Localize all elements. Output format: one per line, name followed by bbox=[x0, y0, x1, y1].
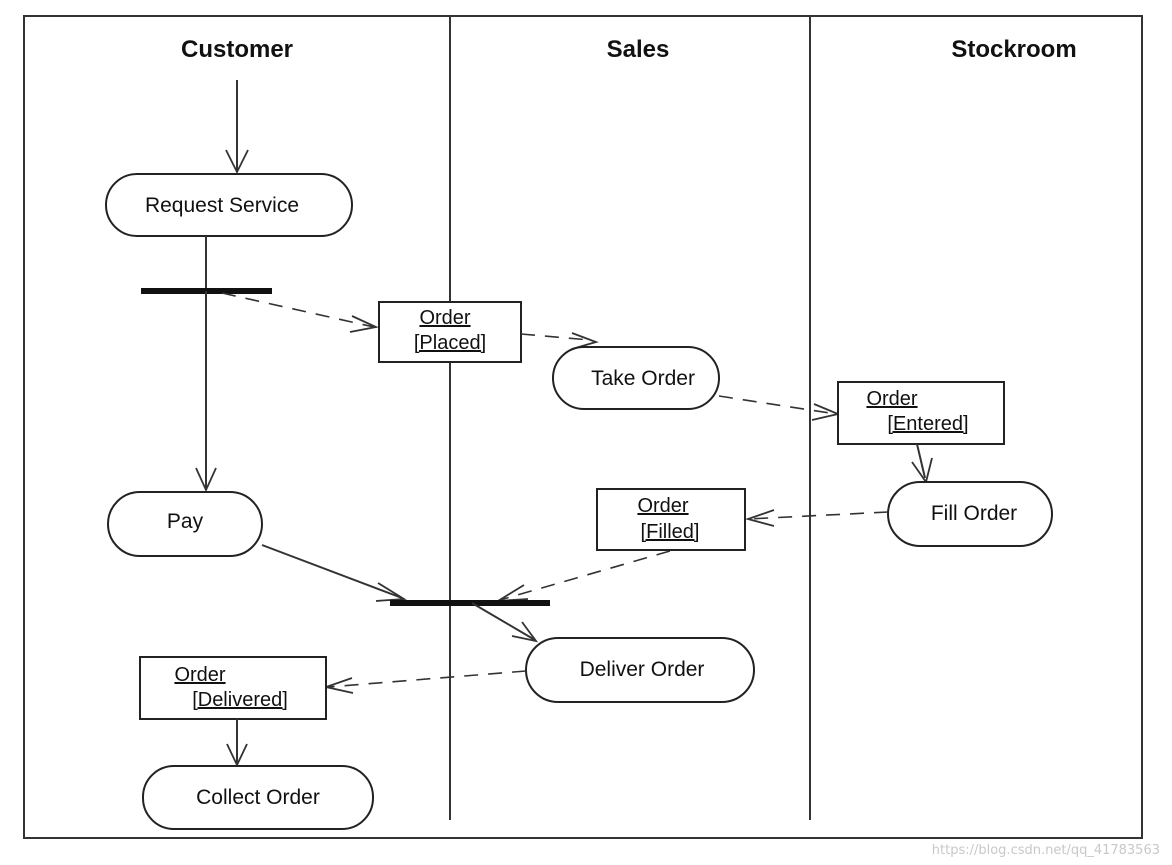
activity-pay-label: Pay bbox=[167, 510, 204, 533]
objflow-order-placed-to-take-order bbox=[520, 333, 591, 341]
object-order-delivered-state: [Delivered] bbox=[192, 689, 288, 711]
object-order-entered-name: Order bbox=[866, 388, 917, 410]
object-order-placed bbox=[378, 301, 522, 363]
object-order-filled bbox=[596, 488, 746, 551]
activity-fill-order bbox=[887, 481, 1053, 547]
object-order-entered bbox=[837, 381, 1005, 445]
objflow-deliver-order-to-order-delivered bbox=[327, 670, 527, 688]
activity-pay bbox=[107, 491, 263, 557]
arrowhead-order-filled bbox=[744, 509, 775, 527]
activity-deliver-order bbox=[525, 637, 755, 703]
object-order-filled-name: Order bbox=[637, 495, 688, 517]
activity-take-order-label: Take Order bbox=[591, 367, 695, 390]
flow-order-entered-to-fill-order bbox=[916, 443, 926, 479]
arrowhead-deliver-order bbox=[511, 621, 539, 643]
lane-title-stockroom: Stockroom bbox=[951, 36, 1076, 63]
activity-fill-order-label: Fill Order bbox=[931, 502, 1017, 525]
arrowhead-request bbox=[225, 149, 249, 175]
arrowhead-join-from-pay bbox=[375, 582, 407, 602]
activity-take-order bbox=[552, 346, 720, 410]
object-order-entered-state: [Entered] bbox=[887, 413, 968, 435]
diagram-frame bbox=[23, 15, 1143, 839]
object-order-delivered-name: Order bbox=[174, 664, 225, 686]
lane-title-customer: Customer bbox=[181, 36, 293, 63]
object-order-delivered bbox=[139, 656, 327, 720]
flow-pay-to-join bbox=[261, 544, 403, 599]
objflow-order-filled-to-join bbox=[499, 550, 671, 601]
arrowhead-order-placed bbox=[349, 315, 379, 333]
lane-title-sales: Sales bbox=[607, 36, 670, 63]
object-order-placed-name: Order bbox=[419, 307, 470, 329]
objflow-fill-order-to-order-filled bbox=[747, 511, 889, 520]
arrowhead-pay bbox=[195, 467, 217, 493]
watermark-text: https://blog.csdn.net/qq_41783563 bbox=[932, 843, 1160, 858]
objflow-fork-to-order-placed bbox=[221, 292, 375, 328]
activity-deliver-order-label: Deliver Order bbox=[580, 658, 705, 681]
activity-request-service bbox=[105, 173, 353, 237]
object-order-filled-state: [Filled] bbox=[641, 521, 700, 543]
activity-request-service-label: Request Service bbox=[145, 194, 299, 217]
objflow-take-order-to-order-entered bbox=[718, 395, 837, 415]
activity-collect-order bbox=[142, 765, 374, 830]
object-order-placed-state: [Placed] bbox=[414, 332, 486, 354]
activity-collect-order-label: Collect Order bbox=[196, 786, 320, 809]
flow-join-to-deliver-order bbox=[471, 602, 536, 641]
